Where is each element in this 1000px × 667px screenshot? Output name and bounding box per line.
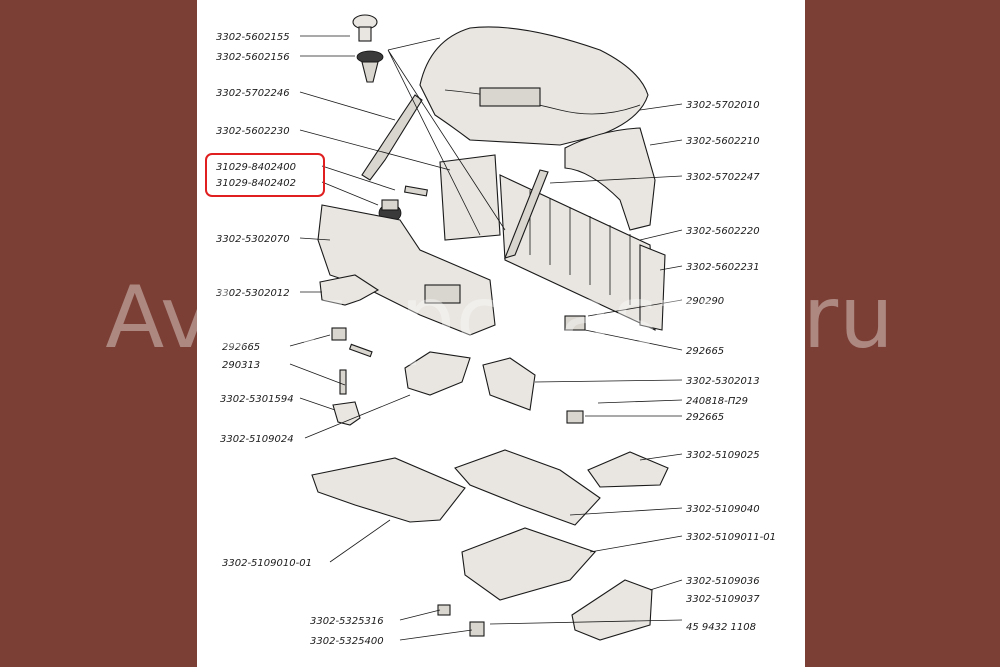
floor-mat-lower-part bbox=[461, 527, 596, 601]
label-31029-8402402: 31029-8402402 bbox=[216, 178, 296, 189]
grille-panel-part bbox=[499, 174, 656, 331]
floor-mat-left-part bbox=[311, 457, 466, 523]
label-3302-5702247: 3302-5702247 bbox=[686, 172, 760, 183]
retainer-part bbox=[332, 401, 361, 426]
label-3302-5109011-01: 3302-5109011-01 bbox=[686, 532, 776, 543]
bolt-part bbox=[404, 185, 428, 197]
washer-bottom-part bbox=[469, 621, 485, 637]
screw-part bbox=[348, 343, 373, 358]
dashboard-cover-part bbox=[419, 26, 649, 146]
bracket-part bbox=[319, 274, 380, 306]
label-3302-5109040: 3302-5109040 bbox=[686, 504, 760, 515]
cap-part bbox=[352, 14, 378, 42]
label-292665-left: 292665 bbox=[222, 342, 260, 353]
screw-bottom-part bbox=[437, 604, 451, 616]
label-292665-right-1: 292665 bbox=[686, 346, 724, 357]
label-31029-8402400: 31029-8402400 bbox=[216, 162, 296, 173]
bolt-vertical-part bbox=[339, 369, 347, 395]
label-3302-5302012: 3302-5302012 bbox=[216, 288, 290, 299]
mid-bracket-part bbox=[404, 351, 471, 396]
floor-mat-center-part bbox=[454, 449, 601, 526]
dashboard-cover-recess bbox=[479, 87, 541, 107]
plate-part bbox=[564, 315, 586, 331]
label-3302-5602155: 3302-5602155 bbox=[216, 32, 290, 43]
highlight-box bbox=[205, 153, 325, 197]
label-3302-5602231: 3302-5602231 bbox=[686, 262, 760, 273]
label-240818-p29: 240818-П29 bbox=[686, 396, 748, 407]
label-290313: 290313 bbox=[222, 360, 260, 371]
label-3302-5109025: 3302-5109025 bbox=[686, 450, 760, 461]
side-panel-opening bbox=[424, 284, 461, 304]
label-3302-5301594: 3302-5301594 bbox=[220, 394, 294, 405]
label-290290: 290290 bbox=[686, 296, 724, 307]
step-mat-part bbox=[571, 579, 653, 641]
cover-part bbox=[482, 357, 536, 411]
label-3302-5702010: 3302-5702010 bbox=[686, 100, 760, 111]
side-strip-part bbox=[504, 169, 549, 259]
label-3302-5325316: 3302-5325316 bbox=[310, 616, 384, 627]
label-45-9432-1108: 45 9432 1108 bbox=[686, 622, 756, 633]
label-3302-5109024: 3302-5109024 bbox=[220, 434, 294, 445]
label-3302-5325400: 3302-5325400 bbox=[310, 636, 384, 647]
leader-lines bbox=[289, 35, 683, 641]
label-3302-5302070: 3302-5302070 bbox=[216, 234, 290, 245]
pillar-trim-part bbox=[361, 94, 423, 181]
label-3302-5602210: 3302-5602210 bbox=[686, 136, 760, 147]
plate-part-2 bbox=[566, 410, 584, 424]
label-3302-5602220: 3302-5602220 bbox=[686, 226, 760, 237]
clip-part bbox=[356, 50, 384, 83]
label-3302-5702246: 3302-5702246 bbox=[216, 88, 290, 99]
label-3302-5109010-01: 3302-5109010-01 bbox=[222, 558, 312, 569]
label-3302-5109037: 3302-5109037 bbox=[686, 594, 760, 605]
center-panel-part bbox=[439, 154, 501, 241]
label-3302-5602156: 3302-5602156 bbox=[216, 52, 290, 63]
instrument-frame-part bbox=[564, 127, 656, 231]
label-3302-5109036: 3302-5109036 bbox=[686, 576, 760, 587]
label-292665-right-2: 292665 bbox=[686, 412, 724, 423]
label-3302-5302013: 3302-5302013 bbox=[686, 376, 760, 387]
label-3302-5602230: 3302-5602230 bbox=[216, 126, 290, 137]
floor-mat-right-part bbox=[587, 451, 669, 488]
nut-part bbox=[331, 327, 347, 341]
end-panel-part bbox=[639, 244, 666, 331]
